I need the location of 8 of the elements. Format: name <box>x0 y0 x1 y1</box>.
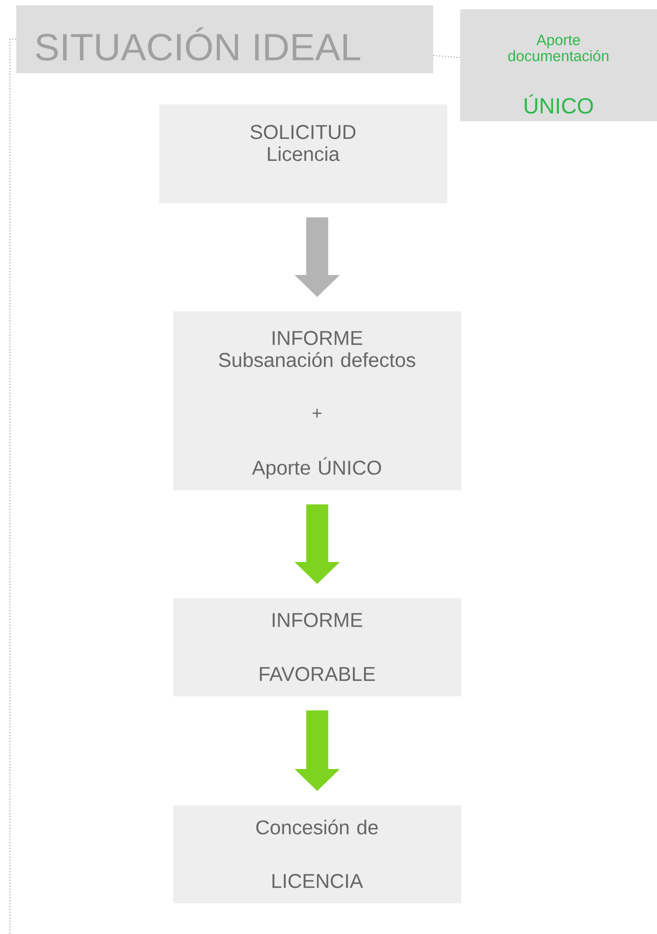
process-box: INFORME Subsanación defectos + Aporte ÚNICO <box>173 311 462 490</box>
connector-line <box>432 54 460 58</box>
process-box: Concesión de LICENCIA <box>173 805 462 904</box>
connector-line <box>10 38 16 934</box>
process-box: Aporte documentación ÚNICO <box>460 9 657 122</box>
process-box: SOLICITUD Licencia <box>159 104 448 204</box>
process-box: INFORME FAVORABLE <box>173 598 462 696</box>
process-box: SITUACIÓN IDEAL <box>16 5 434 74</box>
